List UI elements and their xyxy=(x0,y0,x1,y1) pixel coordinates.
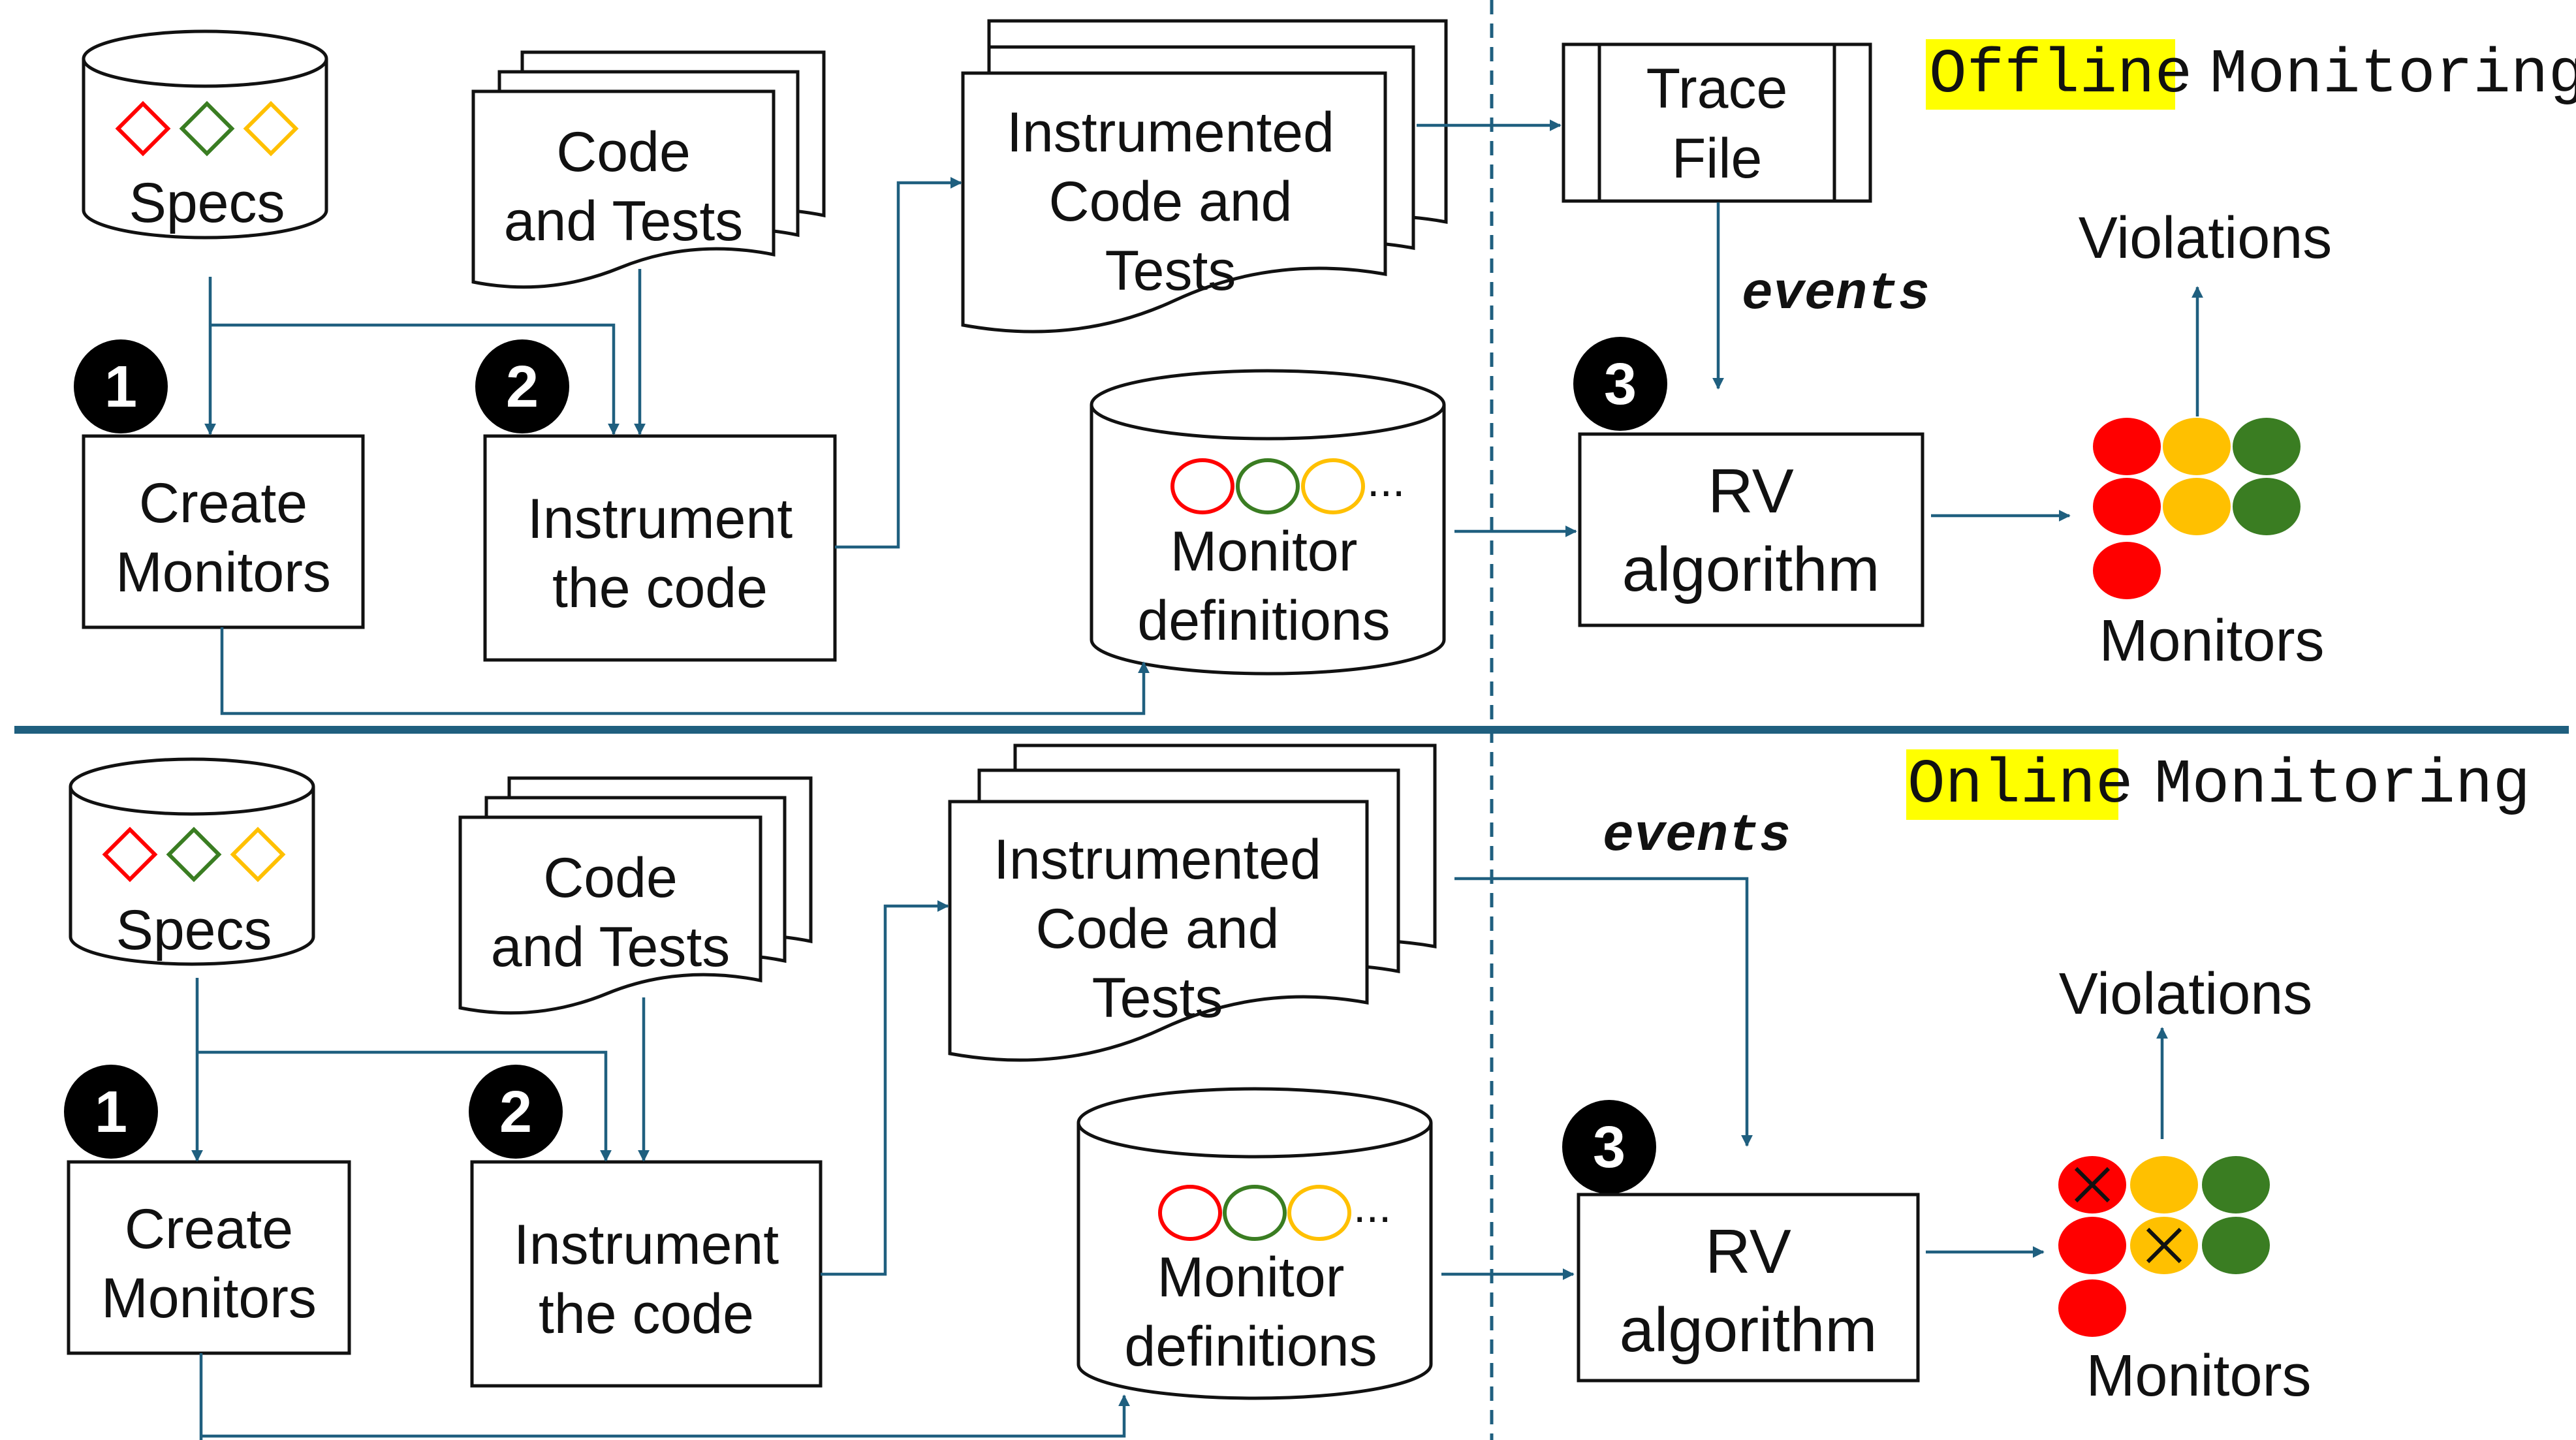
rv-algorithm-box: RV algorithm xyxy=(1578,432,1924,627)
online-arrows xyxy=(191,877,2168,1440)
create-monitors-label-online-1: Create xyxy=(125,1198,293,1260)
offline-title-rest: Monitoring xyxy=(2210,39,2576,110)
online-title: Online Monitoring xyxy=(1906,749,2530,821)
svg-text:1: 1 xyxy=(104,354,137,420)
code-tests-documents: Code and Tests xyxy=(471,50,826,289)
instrumented-label-3: Tests xyxy=(1105,240,1236,302)
online-section: Online Monitoring Specs Code and Tests xyxy=(64,743,2530,1440)
offline-title: Offline Monitoring xyxy=(1926,39,2576,110)
svg-text:2: 2 xyxy=(499,1080,532,1145)
code-tests-label-1: Code xyxy=(556,121,691,183)
create-monitors-label-2: Monitors xyxy=(116,541,331,604)
trace-file-label-1: Trace xyxy=(1646,57,1788,120)
instrumented-label-online-2: Code and xyxy=(1036,898,1280,960)
monitor-definitions-label-online-1: Monitor xyxy=(1157,1246,1345,1309)
instrument-code-label-2: the code xyxy=(552,557,768,619)
create-monitors-box-online: Create Monitors xyxy=(67,1160,351,1355)
instrumented-documents-online: Instrumented Code and Tests xyxy=(948,743,1437,1062)
monitor-circle-icons xyxy=(1170,458,1365,514)
online-title-highlight: Online xyxy=(1908,749,2133,821)
code-tests-documents-online: Code and Tests xyxy=(458,776,813,1015)
instrumented-label-online-1: Instrumented xyxy=(994,828,1321,891)
ellipsis: ... xyxy=(1367,455,1405,506)
online-title-rest: Monitoring xyxy=(2154,749,2530,821)
instrumented-label-1: Instrumented xyxy=(1007,101,1334,164)
online-highlight xyxy=(1906,749,2118,820)
code-tests-label-2: and Tests xyxy=(504,190,744,253)
instrumented-label-2: Code and xyxy=(1049,170,1293,233)
instrument-code-label-1: Instrument xyxy=(527,488,793,550)
svg-text:1: 1 xyxy=(95,1080,127,1145)
spec-diamond-icons xyxy=(115,101,299,157)
monitor-definitions-label-1: Monitor xyxy=(1170,520,1358,583)
specs-label: Specs xyxy=(129,172,285,234)
offline-section: Offline Monitoring Specs Code and Tests xyxy=(74,19,2576,715)
events-label: events xyxy=(1742,265,1930,324)
rv-algorithm-label-online-1: RV xyxy=(1705,1217,1791,1287)
instrument-code-box: Instrument the code xyxy=(483,434,837,662)
instrumented-label-online-3: Tests xyxy=(1092,967,1223,1029)
monitor-definitions-database: ... Monitor definitions xyxy=(1090,369,1446,676)
step-1-badge-online: 1 xyxy=(64,1065,158,1159)
svg-text:3: 3 xyxy=(1604,352,1637,417)
offline-title-highlight: Offline xyxy=(1929,39,2192,110)
step-2-badge-online: 2 xyxy=(469,1065,563,1159)
code-tests-label-online-2: and Tests xyxy=(491,916,730,978)
instrument-code-label-online-2: the code xyxy=(539,1283,754,1345)
events-label-online: events xyxy=(1603,807,1791,866)
create-monitors-box: Create Monitors xyxy=(82,434,365,629)
violations-label: Violations xyxy=(2079,206,2333,271)
monitors-label-online: Monitors xyxy=(2086,1343,2311,1409)
monitor-status-dots xyxy=(2093,418,2301,599)
svg-text:3: 3 xyxy=(1593,1115,1626,1180)
violation-x-marks xyxy=(2074,1166,2182,1264)
offline-highlight xyxy=(1926,39,2175,110)
svg-text:2: 2 xyxy=(506,354,539,420)
monitor-definitions-label-2: definitions xyxy=(1137,589,1390,652)
monitor-definitions-label-online-2: definitions xyxy=(1124,1315,1377,1378)
rv-algorithm-label-2: algorithm xyxy=(1622,535,1880,604)
step-2-badge: 2 xyxy=(475,339,569,433)
create-monitors-label-online-2: Monitors xyxy=(101,1267,317,1330)
spec-diamond-icons-online xyxy=(102,826,286,883)
instrument-code-box-online: Instrument the code xyxy=(470,1160,823,1388)
step-3-badge: 3 xyxy=(1573,337,1667,431)
specs-label-online: Specs xyxy=(116,899,272,962)
rv-algorithm-box-online: RV algorithm xyxy=(1577,1193,1920,1383)
ellipsis-online: ... xyxy=(1353,1181,1391,1232)
code-tests-label-online-1: Code xyxy=(543,847,678,909)
monitor-circle-icons-online xyxy=(1158,1185,1351,1241)
monitors-label: Monitors xyxy=(2099,608,2324,674)
step-3-badge-online: 3 xyxy=(1562,1100,1656,1194)
create-monitors-label-1: Create xyxy=(139,472,307,535)
specs-database-online: Specs xyxy=(69,757,315,966)
instrumented-documents: Instrumented Code and Tests xyxy=(961,19,1448,334)
rv-algorithm-label-online-2: algorithm xyxy=(1620,1295,1877,1365)
trace-file-label-2: File xyxy=(1672,127,1763,190)
monitor-definitions-database-online: ... Monitor definitions xyxy=(1076,1087,1433,1400)
step-1-badge: 1 xyxy=(74,339,168,433)
specs-database: Specs xyxy=(82,29,328,240)
instrument-code-label-online-1: Instrument xyxy=(514,1213,779,1276)
violations-label-online: Violations xyxy=(2059,962,2313,1027)
offline-arrows xyxy=(204,119,2203,715)
trace-file: Trace File xyxy=(1562,42,1872,203)
rv-algorithm-label-1: RV xyxy=(1708,456,1794,526)
